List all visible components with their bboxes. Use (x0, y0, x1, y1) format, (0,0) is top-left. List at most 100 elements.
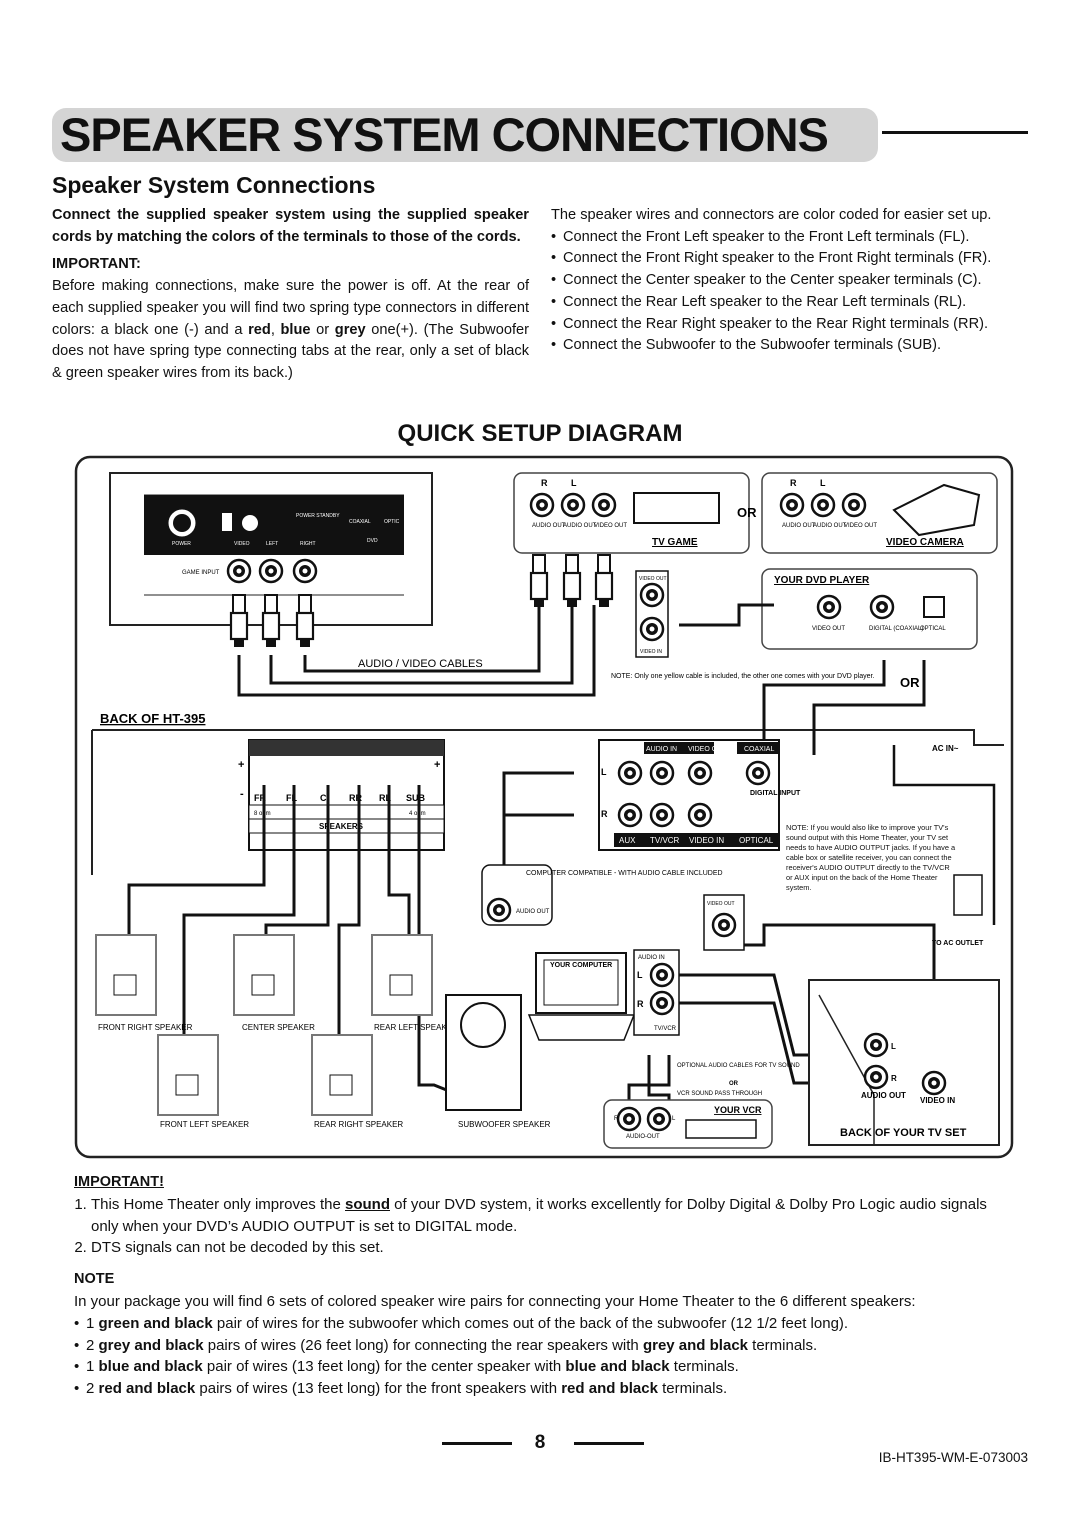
svg-text:VIDEO OUT: VIDEO OUT (707, 901, 735, 907)
input-panel: AUDIO IN VIDEO OUT COAXIAL L R DIGITAL I… (598, 739, 801, 851)
svg-text:AUDIO OUT: AUDIO OUT (813, 523, 847, 529)
svg-text:VIDEO: VIDEO (234, 541, 250, 547)
svg-text:+: + (238, 759, 244, 771)
title-rule (882, 131, 1028, 134)
svg-text:8 ohm: 8 ohm (254, 811, 271, 817)
svg-text:R: R (541, 478, 548, 488)
svg-text:POWER STANDBY: POWER STANDBY (296, 513, 340, 519)
svg-text:R: R (637, 999, 644, 1009)
svg-text:R: R (601, 809, 608, 819)
svg-text:AUDIO OUT: AUDIO OUT (532, 523, 566, 529)
svg-text:FRONT LEFT SPEAKER: FRONT LEFT SPEAKER (160, 1120, 249, 1129)
dvd-player-box (761, 568, 978, 650)
svg-text:REAR RIGHT SPEAKER: REAR RIGHT SPEAKER (314, 1120, 403, 1129)
svg-text:GAME INPUT: GAME INPUT (182, 570, 220, 576)
svg-text:TV/VCR: TV/VCR (654, 1026, 677, 1032)
footer-rule-left (442, 1442, 512, 1445)
svg-text:OPTIONAL AUDIO CABLES FOR TV S: OPTIONAL AUDIO CABLES FOR TV SOUND (677, 1063, 800, 1069)
speaker-terminals: SPEAKERS 8 ohm 4 ohm FR FL C RR RL SUB +… (238, 739, 445, 851)
svg-text:RL: RL (379, 793, 391, 803)
svg-text:AUDIO OUT: AUDIO OUT (563, 523, 597, 529)
svg-text:CENTER SPEAKER: CENTER SPEAKER (242, 1023, 315, 1032)
wire-list: 1 green and black pair of wires for the … (74, 1313, 1014, 1400)
svg-text:OPTIC: OPTIC (384, 519, 400, 525)
svg-text:OPTICAL: OPTICAL (920, 626, 946, 632)
svg-text:OPTICAL: OPTICAL (739, 836, 774, 845)
svg-text:YOUR VCR: YOUR VCR (714, 1105, 762, 1115)
unit-front-panel: POWER POWER STANDBY COAXIAL OPTIC DVD VI… (109, 472, 433, 626)
svg-text:AUX: AUX (619, 836, 636, 845)
svg-text:LEFT: LEFT (266, 541, 278, 547)
list-item: Connect the Rear Left speaker to the Rea… (551, 292, 1029, 314)
svg-text:C: C (320, 793, 327, 803)
right-intro: The speaker wires and connectors are col… (551, 207, 992, 223)
av-cables (237, 605, 596, 697)
svg-text:R: R (614, 1116, 619, 1122)
svg-text:RR: RR (349, 793, 362, 803)
list-item: Connect the Center speaker to the Center… (551, 270, 1029, 292)
svg-text:4 ohm: 4 ohm (409, 811, 426, 817)
list-item: DTS signals can not be decoded by this s… (91, 1237, 1014, 1259)
speaker-center (233, 934, 295, 1016)
svg-text:VCR SOUND PASS THROUGH: VCR SOUND PASS THROUGH (677, 1091, 762, 1097)
left-intro: Connect the supplied speaker system usin… (52, 207, 529, 245)
svg-text:L: L (637, 970, 643, 980)
tv-back-panel (808, 979, 1000, 1146)
svg-text:AUDIO-OUT: AUDIO-OUT (626, 1134, 660, 1140)
svg-text:DVD: DVD (367, 538, 378, 544)
right-column: The speaker wires and connectors are col… (551, 205, 1029, 357)
page-title: SPEAKER SYSTEM CONNECTIONS (60, 108, 829, 161)
title-banner (52, 108, 878, 162)
svg-text:BACK OF YOUR TV SET: BACK OF YOUR TV SET (840, 1127, 967, 1139)
svg-text:VIDEO OUT: VIDEO OUT (844, 523, 877, 529)
svg-text:L: L (601, 767, 607, 777)
connection-list: Connect the Front Left speaker to the Fr… (551, 227, 1029, 357)
svg-text:OR: OR (729, 1081, 739, 1087)
speaker-rear-right (311, 1034, 373, 1116)
list-item: 1 blue and black pair of wires (13 feet … (74, 1356, 1014, 1378)
important-list: This Home Theater only improves the soun… (74, 1194, 1014, 1259)
svg-text:AUDIO / VIDEO CABLES: AUDIO / VIDEO CABLES (358, 658, 483, 670)
svg-text:AUDIO IN: AUDIO IN (646, 746, 677, 753)
footer-rule-right (574, 1442, 644, 1445)
svg-text:TV/VCR: TV/VCR (650, 836, 680, 845)
svg-text:SPEAKERS: SPEAKERS (319, 822, 364, 831)
svg-text:-: - (240, 788, 244, 800)
svg-text:AUDIO OUT: AUDIO OUT (782, 523, 816, 529)
power-label: POWER (172, 541, 191, 547)
svg-text:VIDEO IN: VIDEO IN (640, 649, 662, 655)
list-item: 2 red and black pairs of wires (13 feet … (74, 1378, 1014, 1400)
speaker-front-left (157, 1034, 219, 1116)
svg-text:COAXIAL: COAXIAL (744, 746, 774, 753)
left-column: Connect the supplied speaker system usin… (52, 205, 529, 385)
speaker-front-right (95, 934, 157, 1016)
svg-text:VIDEO OUT: VIDEO OUT (812, 626, 845, 632)
note-heading: NOTE (74, 1271, 115, 1288)
svg-text:VIDEO OUT: VIDEO OUT (594, 523, 627, 529)
svg-text:TV GAME: TV GAME (652, 537, 698, 548)
svg-text:VIDEO CAMERA: VIDEO CAMERA (886, 537, 964, 548)
svg-text:YOUR DVD PLAYER: YOUR DVD PLAYER (774, 575, 870, 586)
svg-text:TO AC OUTLET: TO AC OUTLET (932, 940, 984, 947)
list-item: Connect the Front Left speaker to the Fr… (551, 227, 1029, 249)
list-item: 1 green and black pair of wires for the … (74, 1313, 1014, 1335)
speaker-rear-left (371, 934, 433, 1016)
svg-text:R: R (790, 478, 797, 488)
note-text: In your package you will find 6 sets of … (74, 1292, 916, 1310)
svg-text:+: + (434, 759, 440, 771)
svg-text:AUDIO OUT: AUDIO OUT (516, 909, 550, 915)
lower-notes: IMPORTANT! This Home Theater only improv… (74, 1172, 1014, 1400)
list-item: Connect the Front Right speaker to the F… (551, 248, 1029, 270)
page-number: 8 (534, 1432, 546, 1453)
svg-text:OR: OR (900, 675, 920, 690)
important-label: IMPORTANT: (52, 256, 141, 273)
computer (527, 952, 636, 1041)
list-item: Connect the Rear Right speaker to the Re… (551, 314, 1029, 336)
svg-text:COMPUTER COMPATIBLE - WITH AUD: COMPUTER COMPATIBLE - WITH AUDIO CABLE I… (526, 870, 723, 877)
svg-text:BACK OF HT-395: BACK OF HT-395 (100, 711, 205, 726)
svg-text:VIDEO OUT: VIDEO OUT (688, 746, 727, 753)
svg-text:L: L (891, 1042, 896, 1051)
svg-text:REAR LEFT SPEAKER: REAR LEFT SPEAKER (374, 1023, 458, 1032)
svg-text:DIGITAL (COAXIAL): DIGITAL (COAXIAL) (869, 626, 923, 632)
list-item: Connect the Subwoofer to the Subwoofer t… (551, 335, 1029, 357)
